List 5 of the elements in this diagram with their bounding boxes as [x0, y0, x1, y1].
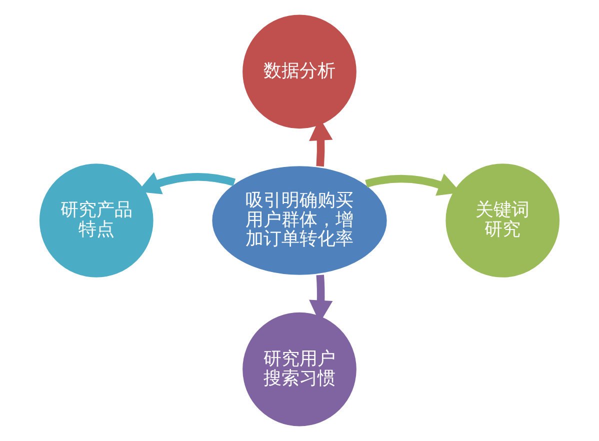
node-ellipse: 吸引明确购买用户群体，增加订单转化率 [210, 164, 390, 278]
node-circle: 研究产品特点 [36, 161, 156, 280]
node-circle: 研究用户搜索习惯 [240, 310, 359, 429]
node-circle: 数据分析 [240, 12, 359, 132]
node-circle: 关键词研究 [443, 161, 562, 280]
